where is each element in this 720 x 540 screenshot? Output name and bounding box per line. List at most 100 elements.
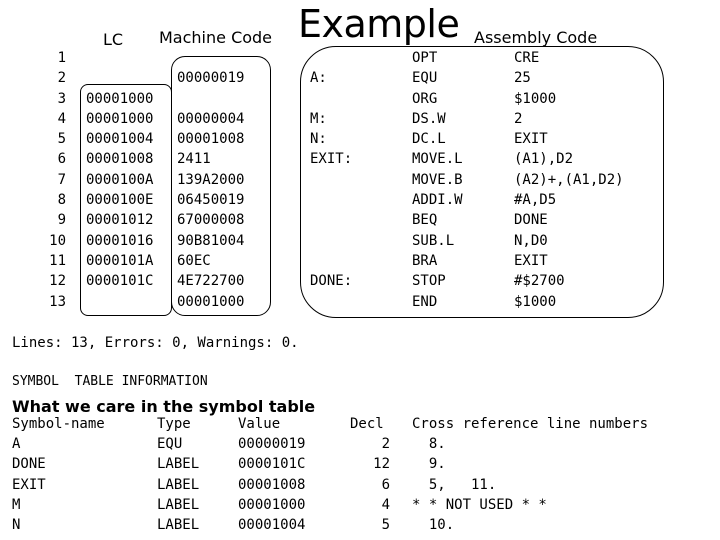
opcode: STOP — [412, 273, 446, 290]
operand: #A,D5 — [514, 192, 557, 209]
line-number: 8 — [57, 192, 66, 209]
machine-code: 00000019 — [177, 70, 245, 87]
symbol-xref-cell: 10. — [412, 517, 455, 534]
line-number: 5 — [57, 131, 66, 148]
opcode: MOVE.L — [412, 151, 463, 168]
lc-value: 00001004 — [86, 131, 154, 148]
symbol-value-cell: 00001000 — [238, 496, 306, 513]
line-number: 9 — [57, 212, 66, 229]
symbol-value-cell: 00001008 — [238, 476, 306, 493]
symbol-decl-cell: 5 — [381, 517, 390, 534]
machine-code: 00001008 — [177, 131, 245, 148]
label — [310, 48, 380, 68]
label: EXIT: — [310, 151, 353, 168]
label — [310, 251, 380, 271]
opcode: ADDI.W — [412, 192, 463, 209]
symbol-type-cell: LABEL — [157, 496, 200, 513]
label — [310, 89, 380, 109]
lc-value: 0000101A — [86, 252, 154, 269]
operand: EXIT — [514, 252, 548, 269]
symbol-value-cell: 00000019 — [238, 436, 306, 452]
operand: (A2)+,(A1,D2) — [514, 171, 624, 188]
symbol-xref-cell: 8. — [412, 436, 446, 452]
symbol-table-heading: SYMBOL TABLE INFORMATION — [12, 374, 208, 389]
symbol-name-cell: N — [12, 517, 21, 534]
machine-code: 90B81004 — [177, 232, 245, 249]
machine-code-header: Machine Code — [159, 28, 273, 47]
symbol-table-annotation: What we care in the symbol table — [12, 397, 316, 416]
xref-header: Cross reference line numbers — [412, 416, 649, 432]
machine-code: 60EC — [177, 252, 211, 269]
operand: CRE — [514, 50, 540, 66]
label — [310, 231, 380, 251]
line-number: 12 — [49, 273, 66, 290]
symbol-decl-cell: 12 — [373, 456, 390, 473]
opcode: OPT — [412, 50, 438, 66]
symbol-type-cell: LABEL — [157, 456, 200, 473]
lc-value: 00001000 — [86, 110, 154, 127]
symbol-decl-cell: 6 — [381, 476, 390, 493]
opcode: BEQ — [412, 212, 438, 229]
label — [310, 190, 380, 210]
line-number: 10 — [49, 232, 66, 249]
symbol-xref-cell: 5, 11. — [412, 476, 497, 493]
opcode: BRA — [412, 252, 438, 269]
label — [310, 210, 380, 230]
symbol-decl-cell: 4 — [381, 496, 390, 513]
lc-value: 00001012 — [86, 212, 154, 229]
lc-value — [86, 48, 170, 68]
machine-code: 2411 — [177, 151, 211, 168]
machine-code: 67000008 — [177, 212, 245, 229]
symbol-value-cell: 00001004 — [238, 517, 306, 534]
lc-value: 0000100A — [86, 171, 154, 188]
opcode: DS.W — [412, 110, 446, 127]
lc-value: 0000100E — [86, 192, 154, 209]
symbol-type-cell: EQU — [157, 436, 183, 452]
opcode: DC.L — [412, 131, 446, 148]
decl-header: Decl — [350, 416, 384, 432]
machine-code: 139A2000 — [177, 171, 245, 188]
line-number: 7 — [57, 171, 66, 188]
operand: DONE — [514, 212, 548, 229]
symbol-xref-cell: 9. — [412, 456, 446, 473]
symbol-name-cell: EXIT — [12, 476, 46, 493]
operand: $1000 — [514, 293, 557, 310]
symbol-name-header: Symbol-name — [12, 416, 105, 432]
operand: N,D0 — [514, 232, 548, 249]
operand: 2 — [514, 110, 523, 127]
symbol-type-cell: LABEL — [157, 476, 200, 493]
symbol-name-cell: DONE — [12, 456, 46, 473]
opcode: MOVE.B — [412, 171, 463, 188]
machine-code: 4E722700 — [177, 273, 245, 290]
symbol-name-cell: A — [12, 436, 21, 452]
machine-code-box — [171, 56, 271, 316]
lc-value: 00001016 — [86, 232, 154, 249]
lc-value: 00001000 — [86, 90, 154, 107]
opcode: END — [412, 293, 438, 310]
machine-code: 00001000 — [177, 293, 245, 310]
label: M: — [310, 110, 327, 127]
line-number: 11 — [49, 252, 66, 269]
operand: $1000 — [514, 90, 557, 107]
lc-value: 0000101C — [86, 273, 154, 290]
line-number: 13 — [49, 293, 66, 310]
line-number: 2 — [57, 70, 66, 87]
line-number: 6 — [57, 151, 66, 168]
machine-code — [177, 89, 267, 109]
line-number: 4 — [57, 110, 66, 127]
label — [310, 292, 380, 312]
line-number: 3 — [57, 90, 66, 107]
machine-code — [177, 48, 267, 68]
label: A: — [310, 70, 327, 87]
symbol-decl-cell: 2 — [381, 436, 390, 452]
lc-value — [86, 292, 170, 312]
value-header: Value — [238, 416, 281, 432]
symbol-value-cell: 0000101C — [238, 456, 306, 473]
page-title: Example — [298, 2, 460, 46]
operand: #$2700 — [514, 273, 565, 290]
operand: EXIT — [514, 131, 548, 148]
